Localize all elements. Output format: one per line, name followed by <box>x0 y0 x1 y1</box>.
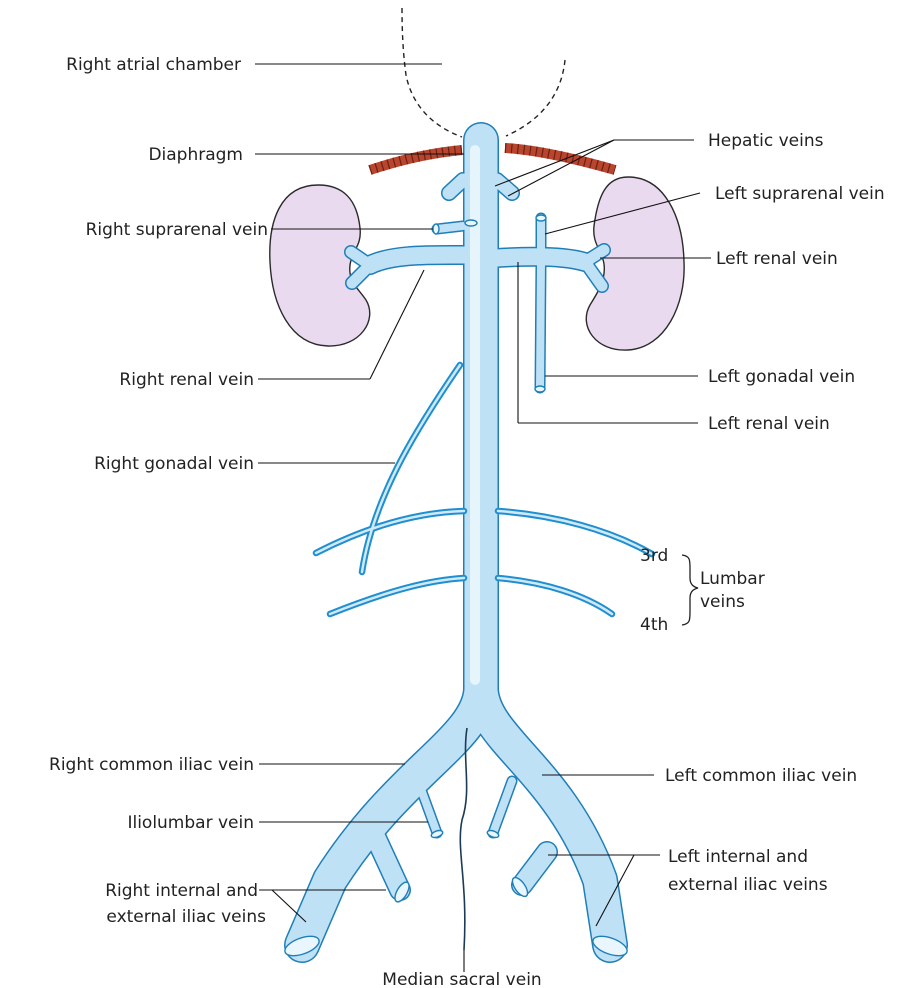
label-left-common-iliac-vein: Left common iliac vein <box>665 766 857 786</box>
label-4th: 4th <box>640 615 668 635</box>
label-right-common-iliac-vein: Right common iliac vein <box>49 755 254 775</box>
median-sacral-vein <box>460 728 467 950</box>
label-right-gonadal-vein: Right gonadal vein <box>94 454 254 474</box>
label-right-int-ext-iliac-line1: Right internal and <box>105 881 258 901</box>
label-left-int-ext-iliac-line2: external iliac veins <box>668 875 828 895</box>
label-hepatic-veins: Hepatic veins <box>708 131 824 151</box>
label-left-int-ext-iliac-line1: Left internal and <box>668 847 808 867</box>
label-left-suprarenal-vein: Left suprarenal vein <box>715 184 885 204</box>
label-3rd: 3rd <box>640 546 668 566</box>
label-left-gonadal-vein: Left gonadal vein <box>708 367 855 387</box>
right-kidney <box>270 185 370 346</box>
label-iliolumbar-vein: Iliolumbar vein <box>127 813 254 833</box>
label-veins: veins <box>700 592 745 612</box>
left-kidney <box>586 177 684 350</box>
label-right-renal-vein: Right renal vein <box>119 370 254 390</box>
right-atrial-chamber-outline <box>402 8 462 137</box>
label-median-sacral-vein: Median sacral vein <box>382 970 541 988</box>
label-diaphragm: Diaphragm <box>148 145 243 165</box>
label-lumbar: Lumbar <box>700 569 765 589</box>
label-left-renal-vein-lower: Left renal vein <box>708 414 830 434</box>
label-right-suprarenal-vein: Right suprarenal vein <box>86 220 268 240</box>
lumbar-veins-brace <box>682 555 698 625</box>
label-right-int-ext-iliac-line2: external iliac veins <box>106 907 266 927</box>
label-left-renal-vein-upper: Left renal vein <box>716 249 838 269</box>
right-atrial-chamber-outline-left <box>506 60 565 136</box>
label-right-atrial-chamber: Right atrial chamber <box>66 55 241 75</box>
